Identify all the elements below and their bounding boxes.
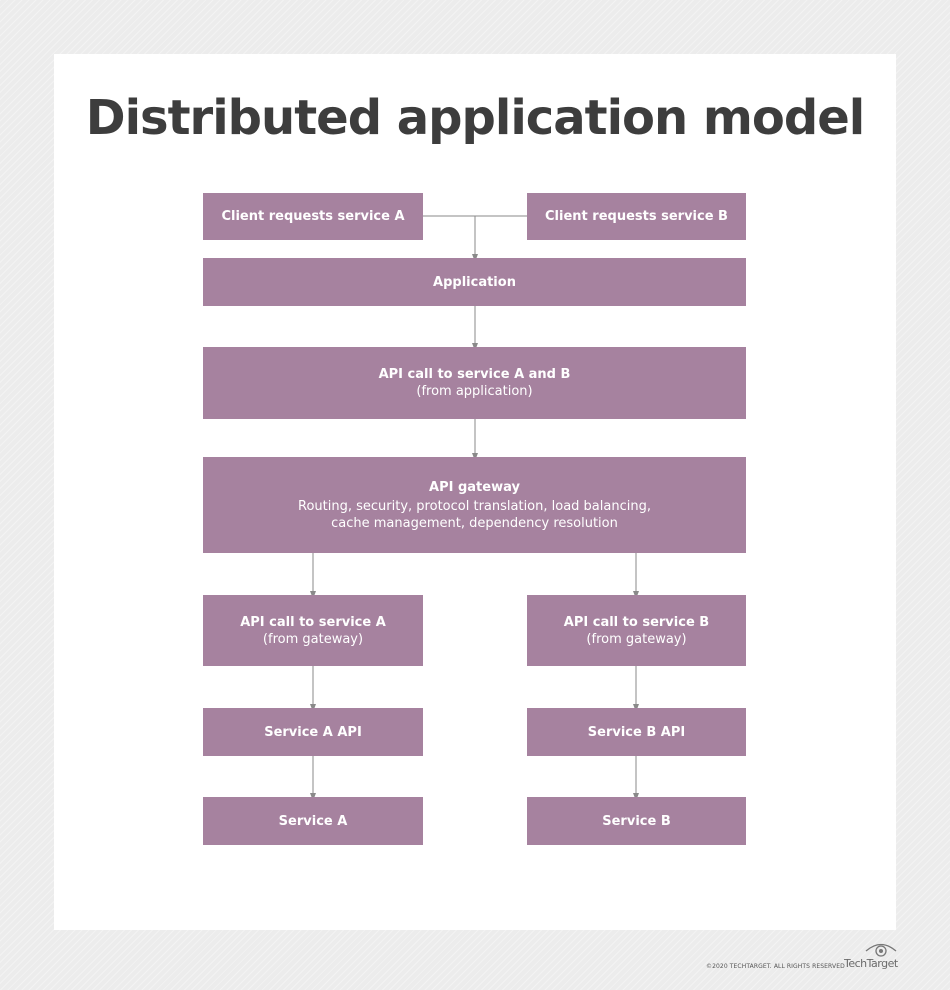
service-b-box: Service B	[527, 797, 746, 845]
client-b-label: Client requests service B	[545, 209, 728, 224]
api-call-ab-title: API call to service A and B	[378, 367, 571, 382]
api-call-b-title: API call to service B	[563, 614, 710, 630]
api-call-service-b-box: API call to service B (from gateway)	[527, 595, 746, 666]
service-b-label: Service B	[602, 813, 671, 829]
api-call-service-a-box: API call to service A (from gateway)	[203, 595, 423, 666]
api-call-a-and-b-box: API call to service A and B (from applic…	[203, 347, 746, 419]
service-a-label: Service A	[278, 813, 348, 829]
techtarget-logo: TechTarget	[844, 957, 898, 970]
client-a-label: Client requests service A	[221, 209, 405, 224]
api-gateway-title: API gateway	[429, 479, 520, 495]
diagram-title: Distributed application model	[85, 90, 866, 146]
api-gateway-functions-line-2: cache management, dependency resolution	[331, 515, 618, 531]
copyright-notice: ©2020 TECHTARGET. ALL RIGHTS RESERVED	[706, 963, 845, 970]
api-call-b-subtitle: (from gateway)	[586, 631, 687, 647]
api-call-a-subtitle: (from gateway)	[262, 631, 364, 647]
eye-icon	[865, 943, 897, 957]
api-gateway-functions-line-1: Routing, security, protocol translation,…	[298, 498, 651, 514]
service-a-api-label: Service A API	[264, 724, 362, 740]
client-requests-service-a-box: Client requests service A	[203, 193, 423, 240]
service-a-api-box: Service A API	[203, 708, 423, 756]
application-box: Application	[203, 258, 746, 306]
api-call-ab-subtitle: (from application)	[416, 384, 533, 399]
api-gateway-box: API gateway Routing, security, protocol …	[203, 457, 746, 553]
service-a-box: Service A	[203, 797, 423, 845]
application-label: Application	[433, 274, 516, 290]
service-b-api-box: Service B API	[527, 708, 746, 756]
service-b-api-label: Service B API	[587, 724, 686, 740]
api-call-a-title: API call to service A	[240, 614, 386, 630]
client-requests-service-b-box: Client requests service B	[527, 193, 746, 240]
